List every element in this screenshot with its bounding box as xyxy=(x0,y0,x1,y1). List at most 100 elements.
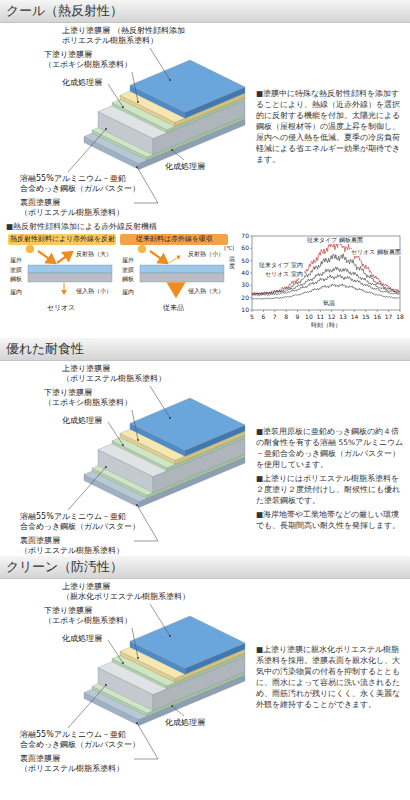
side-label: 屋内 xyxy=(10,288,22,296)
layer-label: 化成処理層 xyxy=(165,162,211,172)
layer-label: 溶融55%アルミニウム－亜鉛 合金めっき鋼板（ガルバスター） xyxy=(20,730,146,750)
section-title: クリーン（防汚性） xyxy=(6,556,404,578)
coating-band xyxy=(28,265,112,273)
tick-label: 13 xyxy=(339,313,347,321)
tick-label: 50 xyxy=(241,257,249,265)
tick-label: 6 xyxy=(261,313,265,321)
tick xyxy=(274,310,275,312)
leader-dot xyxy=(136,504,138,506)
tick xyxy=(250,285,252,286)
leader-dot xyxy=(105,684,107,686)
tick-label: 14 xyxy=(351,313,359,321)
heat-arrow xyxy=(174,283,177,295)
leader-dot xyxy=(169,635,171,637)
layer-name: 鋼板 xyxy=(10,275,22,283)
banner-text: 従来顔料は赤外線を吸収 xyxy=(122,234,226,245)
tick xyxy=(250,260,252,261)
layer-label: 裏面塗膜層 （ポリエステル樹脂系塗料） xyxy=(20,536,130,556)
tick-label: 16 xyxy=(373,313,381,321)
tick xyxy=(400,310,401,312)
steel-band xyxy=(140,273,224,282)
tick-label: 70 xyxy=(241,232,249,240)
leader-dot xyxy=(169,79,171,81)
description: ■塗装用原板に亜鉛めっき鋼板の約４倍の耐食性を有する溶融 55%アルミニウム－亜… xyxy=(256,426,404,470)
heat-label: 侵入熱（大） xyxy=(188,287,224,295)
axis-title: 時刻（時） xyxy=(311,321,341,329)
plot-frame xyxy=(252,236,400,310)
curve-label: セリオス 室内 xyxy=(264,271,304,278)
curve-label: 従来タイプ 室内 xyxy=(258,262,304,269)
heat-arrow xyxy=(64,283,65,294)
leader-line xyxy=(68,129,106,172)
layer-top xyxy=(130,60,245,112)
leader-dot xyxy=(137,657,139,659)
section-header: クール（熱反射性） xyxy=(0,0,410,22)
tick xyxy=(252,310,253,312)
side-label: 屋内 xyxy=(122,288,134,296)
product-name: セリオス xyxy=(47,304,75,313)
tick xyxy=(308,310,309,312)
leader-dot xyxy=(171,149,173,151)
figure-title: ■熱反射性顔料添加による赤外線反射機構 xyxy=(6,222,157,231)
layer-label: 裏面塗膜層 （ポリエステル樹脂系塗料） xyxy=(20,754,130,774)
tick-label: 11 xyxy=(316,313,324,321)
tick-label: 8 xyxy=(284,313,288,321)
leader-line xyxy=(150,48,170,80)
tick xyxy=(286,310,287,312)
steel-band xyxy=(28,273,112,282)
tick-label: 18 xyxy=(396,313,404,321)
leader-line xyxy=(132,410,138,440)
side-label: 屋外 xyxy=(122,256,134,264)
tick-label: 7 xyxy=(273,313,277,321)
section-title: 優れた耐食性 xyxy=(6,338,404,360)
tick xyxy=(377,310,378,312)
sun xyxy=(138,245,146,253)
leader-line xyxy=(150,604,170,636)
tick-label: 40 xyxy=(241,269,249,277)
coating-band xyxy=(140,265,224,273)
tick-label: 5 xyxy=(250,313,254,321)
tick xyxy=(297,310,298,312)
tick xyxy=(331,310,332,312)
tick xyxy=(250,236,252,237)
axis-unit: (℃) xyxy=(224,245,234,252)
leader-dot xyxy=(122,106,124,108)
layer-label: 溶融55%アルミニウム－亜鉛 合金めっき鋼板（ガルバスター） xyxy=(20,512,146,532)
layer-label: 下塗り塗膜層 （エポキシ樹脂系塗料） xyxy=(44,388,138,408)
heat-label: 反射熱（大） xyxy=(76,250,112,258)
tick-label: 30 xyxy=(241,281,249,289)
layer-label: 化成処理層 xyxy=(165,718,211,728)
reflected-arrow xyxy=(169,256,180,263)
banner-box: 従来顔料は赤外線を吸収 xyxy=(120,234,228,245)
tick xyxy=(250,310,252,311)
leader-line xyxy=(108,422,123,445)
curve-label: 気温 xyxy=(322,300,336,307)
layer-label: 裏面塗膜層 （ポリエステル樹脂系塗料） xyxy=(20,198,130,218)
temperature-curve xyxy=(252,284,400,300)
product-name: 従来品 xyxy=(163,304,184,313)
banner-text: 熱反射性顔料により赤外線を反射 xyxy=(10,234,114,245)
section-header: クリーン（防汚性） xyxy=(0,556,410,578)
leader-dot xyxy=(105,466,107,468)
layer-label: 化成処理層 xyxy=(62,78,108,88)
layer-label: 下塗り塗膜層 （エポキシ樹脂系塗料） xyxy=(44,606,138,626)
curve-label: セリオス 鋼板裏面 xyxy=(350,249,402,256)
leader-line xyxy=(172,706,184,716)
leader-line xyxy=(150,386,170,418)
leader-dot xyxy=(171,705,173,707)
tick xyxy=(263,310,264,312)
tick-label: 60 xyxy=(241,244,249,252)
layer-name: 塗膜 xyxy=(122,266,134,274)
layer-label: 溶融55%アルミニウム－亜鉛 合金めっき鋼板（ガルバスター） xyxy=(20,174,146,194)
tick-label: 10 xyxy=(305,313,313,321)
layer-name: 鋼板 xyxy=(122,275,134,283)
description: ■上塗りにはポリエステル樹脂系塗料を２度塗り２度焼付けし、耐候性にも優れた塗装鋼… xyxy=(256,473,404,506)
tick xyxy=(343,310,344,312)
tick xyxy=(365,310,366,312)
leader-line xyxy=(68,685,106,728)
side-label: 屋外 xyxy=(10,256,22,264)
tick xyxy=(388,310,389,312)
heat-label: 侵入熱（小） xyxy=(76,287,112,295)
description: ■海岸地帯や工業地帯などの厳しい環境でも、長期間高い耐久性を発揮します。 xyxy=(256,509,404,531)
